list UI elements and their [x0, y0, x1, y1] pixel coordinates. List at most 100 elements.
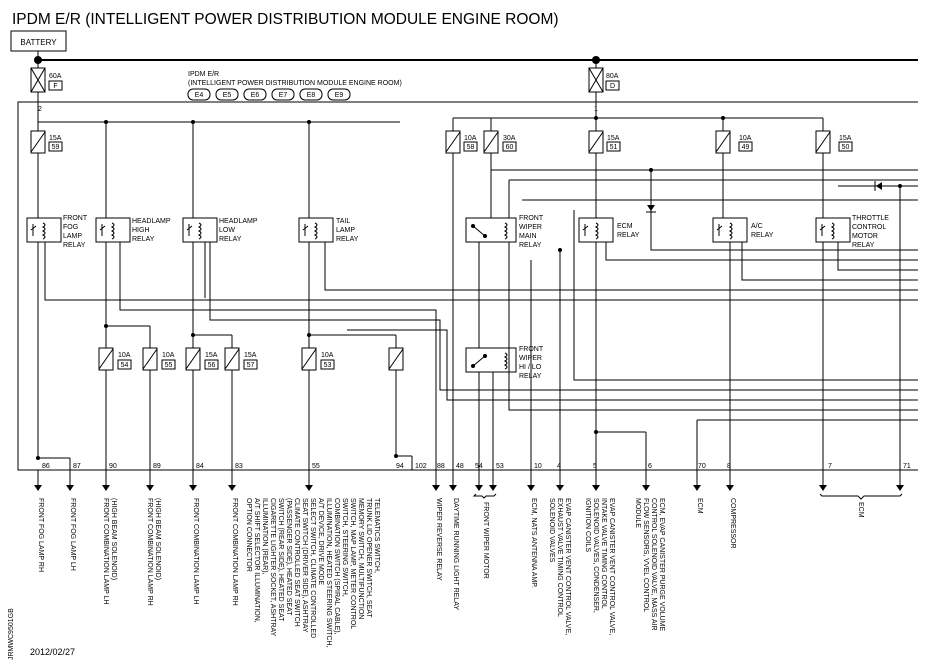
dest-line: FRONT COMBINATION LAMP RH: [231, 498, 238, 606]
diode-icon: [874, 181, 882, 191]
fuse-amps: 30A: [503, 135, 516, 142]
pin-number: 6: [648, 463, 652, 470]
fuse-amps: 10A: [464, 135, 477, 142]
dest-line: A/T DEVICE, DRIVE MODE: [317, 498, 324, 585]
dest-line: TRUNK LID OPENER SWITCH, SEAT: [365, 498, 372, 618]
main-fuse-amps: 60A: [49, 73, 62, 80]
dest-line: (PASSENGER SIDE), HEATED SEAT: [285, 498, 292, 616]
dest-line: IGNITION COILS: [584, 498, 591, 552]
pin-number: 5: [593, 463, 597, 470]
internal-bus-left: [37, 102, 400, 124]
destination-labels: FRONT FOG LAMP RH FRONT FOG LAMP LH FRON…: [37, 498, 864, 648]
relay-label-line: RELAY: [219, 236, 242, 243]
dest-line: FRONT COMBINATION LAMP LH: [192, 498, 199, 605]
pin-number: 86: [42, 463, 50, 470]
dest-line: EVAP CANISTER VENT CONTROL VALVE,: [608, 498, 615, 635]
fuse-49: 10A 49: [715, 118, 753, 154]
relay-front-wiper-main: FRONT WIPER MAIN RELAY: [465, 215, 544, 249]
relay-label-line: CONTROL: [852, 224, 886, 231]
fuse-number: 53: [324, 362, 332, 369]
bracket-wiper-motor: [472, 493, 497, 499]
ipdm-module-outline: [17, 101, 918, 471]
dest-line: FRONT COMBINATION LAMP RH: [146, 498, 153, 606]
main-fuse-80a: 80A D 1: [588, 60, 620, 113]
dest-line: ILLUMINATION, HEATED STEERING SWITCH,: [325, 498, 332, 648]
dest-line: EVAP CANISTER VENT CONTROL VALVE,: [564, 498, 571, 635]
relay-label-line: THROTTLE: [852, 215, 889, 222]
dest-line: FRONT COMBINATION LAMP LH: [102, 498, 109, 605]
figure-code: JRMWC9501GB: [8, 608, 15, 660]
dest-line: OPTION CONNECTOR: [245, 498, 252, 572]
relay-label-line: RELAY: [63, 242, 86, 249]
connector-label: E6: [251, 92, 260, 99]
fuse-54: 10A 54: [98, 347, 132, 470]
fuse-number: 57: [247, 362, 255, 369]
relay-label-line: LOW: [219, 227, 235, 234]
fuse-amps: 10A: [162, 352, 175, 359]
dest-line: A/T SHIFT SELECTOR ILLUMINATION,: [253, 498, 260, 623]
relay-headlamp-high: HEADLAMP HIGH RELAY: [95, 217, 171, 243]
dest-line: ECM: [696, 498, 703, 514]
relay-label-line: A/C: [751, 223, 763, 230]
pin-number: 54: [475, 463, 483, 470]
internal-signal-lines: [37, 153, 918, 470]
dest-line: FRONT FOG LAMP LH: [69, 498, 76, 571]
output-arrows: [34, 419, 918, 491]
connector-label: E4: [195, 92, 204, 99]
page-title: IPDM E/R (INTELLIGENT POWER DISTRIBUTION…: [12, 11, 559, 28]
dest-line: ECM, NATS ANTENNA AMP.: [530, 498, 537, 588]
fuse-number: 55: [165, 362, 173, 369]
relay-label-line: HIGH: [132, 227, 150, 234]
fuse-50: 15A 50: [815, 118, 853, 154]
fuse-number: 50: [842, 144, 850, 151]
relay-label-line: HI / LO: [519, 364, 542, 371]
pin-number: 10: [534, 463, 542, 470]
fuse-60: 30A 60: [483, 118, 517, 154]
pin-number: 4: [557, 463, 561, 470]
module-sublabel: (INTELLIGENT POWER DISTRIBUTION MODULE E…: [188, 80, 402, 87]
pin-number: 7: [828, 463, 832, 470]
diode-icon: [646, 205, 656, 213]
dest-line: MODULE: [634, 498, 641, 528]
fuse-57: 15A 57: [224, 347, 258, 470]
fuse-amps: 10A: [739, 135, 752, 142]
dest-line: SOLENOID VALVES, CONDENSER,: [592, 498, 599, 613]
lamp-circuits: [36, 242, 397, 470]
dest-line: WIPER REVERSE RELAY: [435, 498, 442, 581]
connector-label: E7: [279, 92, 288, 99]
relay-label-line: RELAY: [336, 236, 359, 243]
dest-line: ILLUMINATION (REAR),: [261, 498, 268, 575]
relay-tail-lamp: TAIL LAMP RELAY: [298, 217, 359, 243]
pin-number: 102: [415, 463, 427, 470]
fuse-number: 59: [52, 144, 60, 151]
relay-label-line: FOG: [63, 224, 78, 231]
dest-line: CLIMATE CONTROLLED SEAT SWITCH: [293, 498, 300, 627]
pin-number: 94: [396, 463, 404, 470]
pin-number: 8: [727, 463, 731, 470]
relay-label-line: ECM: [617, 223, 633, 230]
fuse-amps: 15A: [839, 135, 852, 142]
dest-line: FLOW SENSORS, VVEL CONTROL: [642, 498, 649, 612]
dest-line: SOLENOID VALVES: [548, 498, 555, 563]
date-stamp: 2012/02/27: [30, 647, 75, 657]
fuse-amps: 10A: [118, 352, 131, 359]
relay-ac: A/C RELAY: [712, 217, 774, 243]
dest-line: TELEMATICS SWITCH,: [373, 498, 380, 573]
fuse-amps: 15A: [205, 352, 218, 359]
pin-number: 83: [235, 463, 243, 470]
fuse-number: 56: [208, 362, 216, 369]
relay-label-line: WIPER: [519, 355, 542, 362]
pin-number: 48: [456, 463, 464, 470]
fuse-number: 60: [506, 144, 514, 151]
battery-label: BATTERY: [20, 38, 57, 47]
fuse-number: 51: [610, 144, 618, 151]
relay-label-line: RELAY: [132, 236, 155, 243]
relay-label-line: WIPER: [519, 224, 542, 231]
dest-line: MEMORY SWITCH, MULTIFUNCTION: [357, 498, 364, 619]
pin-number: 70: [698, 463, 706, 470]
dest-line: SWITCH, MAP LAMP, METER CONTROL: [349, 498, 356, 629]
dest-line: INTAKE VALVE TIMING CONTROL: [600, 498, 607, 609]
dest-line: COMBINATION SWITCH (SPIRAL CABLE),: [333, 498, 340, 635]
relay-label-line: FRONT: [519, 215, 544, 222]
fuse-58: 10A 58: [445, 118, 478, 154]
